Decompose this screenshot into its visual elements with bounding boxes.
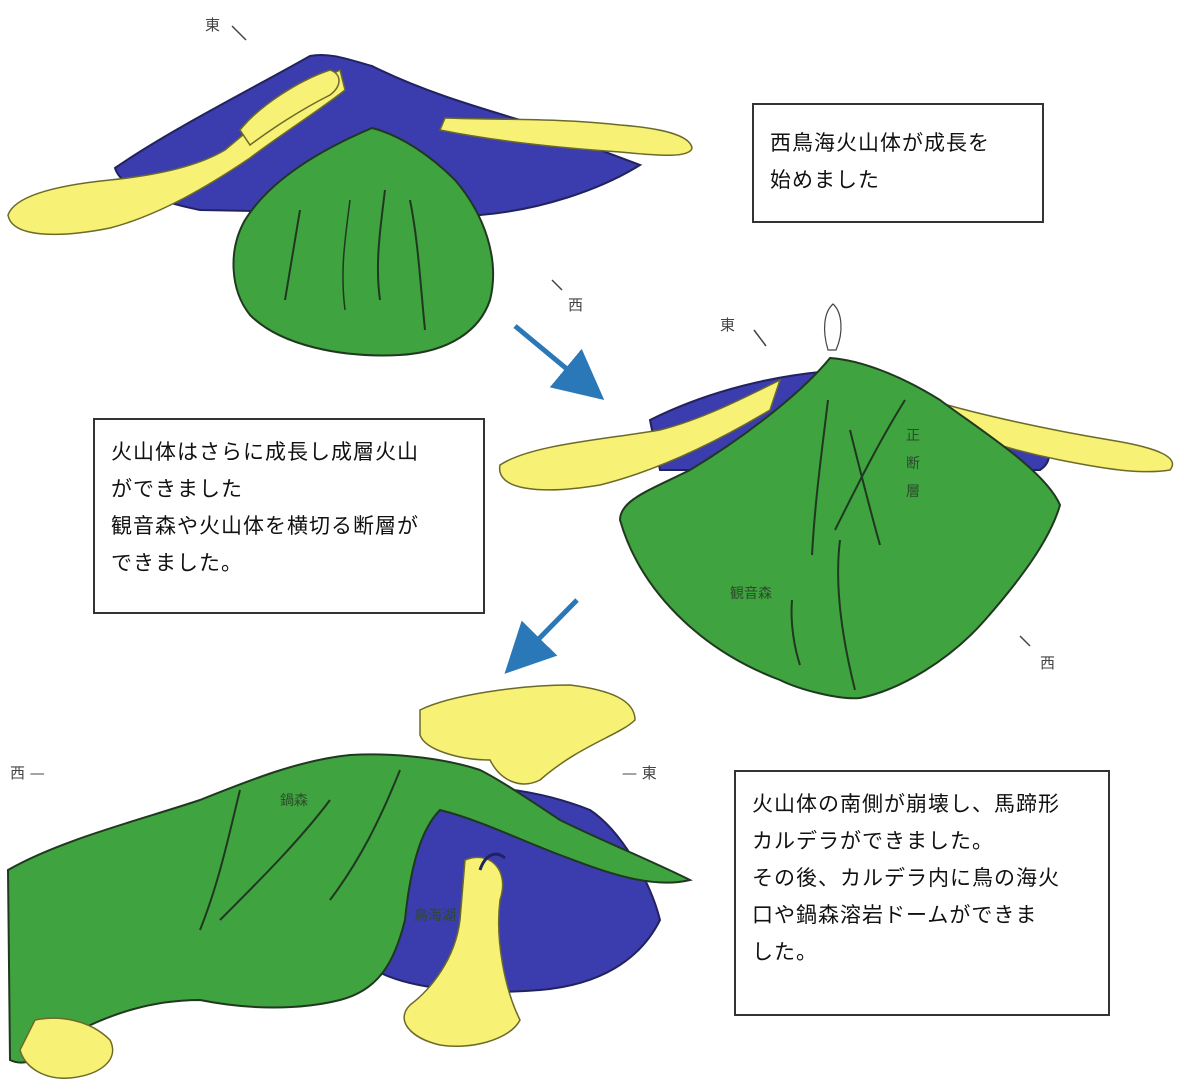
flow-arrow-1 [513,324,605,400]
caption-line: 観音森や火山体を横切る断層が [111,514,419,538]
stage2-fault-label-3: 層 [906,484,920,500]
stage3-nabemori-label: 鍋森 [280,793,308,809]
stage3-east-label: — 東 [622,764,657,782]
stage3-green-volcano [6,753,693,1064]
stage3-lava-bottom-left [19,1017,114,1079]
stage1-green-cone [232,126,494,357]
stage3-caption: 火山体の南側が崩壊し、馬蹄形 カルデラができました。 その後、カルデラ内に鳥の海… [734,770,1110,1016]
stage2-fault-label-1: 正 [906,428,920,444]
caption-line: ができました [111,477,243,501]
stage3-top-lava [419,684,636,785]
stage1-lava-upper [239,69,340,147]
caption-line: 始めました [770,168,880,192]
caption-line: 火山体の南側が崩壊し、馬蹄形 [752,792,1060,816]
stage2-volcano: 正 断 層 観音森 [499,303,1174,700]
caption-line: 火山体はさらに成長し成層火山 [111,440,419,464]
stage2-caption: 火山体はさらに成長し成層火山 ができました 観音森や火山体を横切る断層が できま… [93,418,485,614]
caption-line: 口や鍋森溶岩ドームができま [752,903,1038,927]
stage2-fault-label-2: 断 [906,456,920,472]
stage3-volcano: 鍋森 鳥海湖 [6,684,693,1079]
caption-line: 西鳥海火山体が成長を [770,131,990,155]
stage1-caption: 西鳥海火山体が成長を 始めました [752,103,1044,223]
stage1-volcano [7,53,693,357]
stage2-east-label: 東 [720,316,735,334]
stage3-caldera-label: 鳥海湖 [414,908,456,924]
stage1-lava-flow-right [438,117,693,157]
stage2-kannonmori-label: 観音森 [730,585,772,602]
caption-line: カルデラができました。 [752,829,994,853]
stage1-east-label: 東 [205,16,220,34]
caption-line: できました。 [111,551,243,575]
stage2-west-label: 西 [1040,654,1055,672]
flow-arrow-2 [504,598,579,674]
stage3-west-label: 西 — [10,764,45,782]
stage2-green-cone [618,356,1062,700]
stage2-summit-plume [823,303,842,351]
stage3-lava-tongue [403,856,521,1047]
stage1-west-label: 西 [568,296,583,314]
caption-line: した。 [752,940,818,964]
stage2-lava-left [499,378,782,491]
stage1-lava-flow-left [7,68,346,236]
caption-line: その後、カルデラ内に鳥の海火 [752,866,1060,890]
